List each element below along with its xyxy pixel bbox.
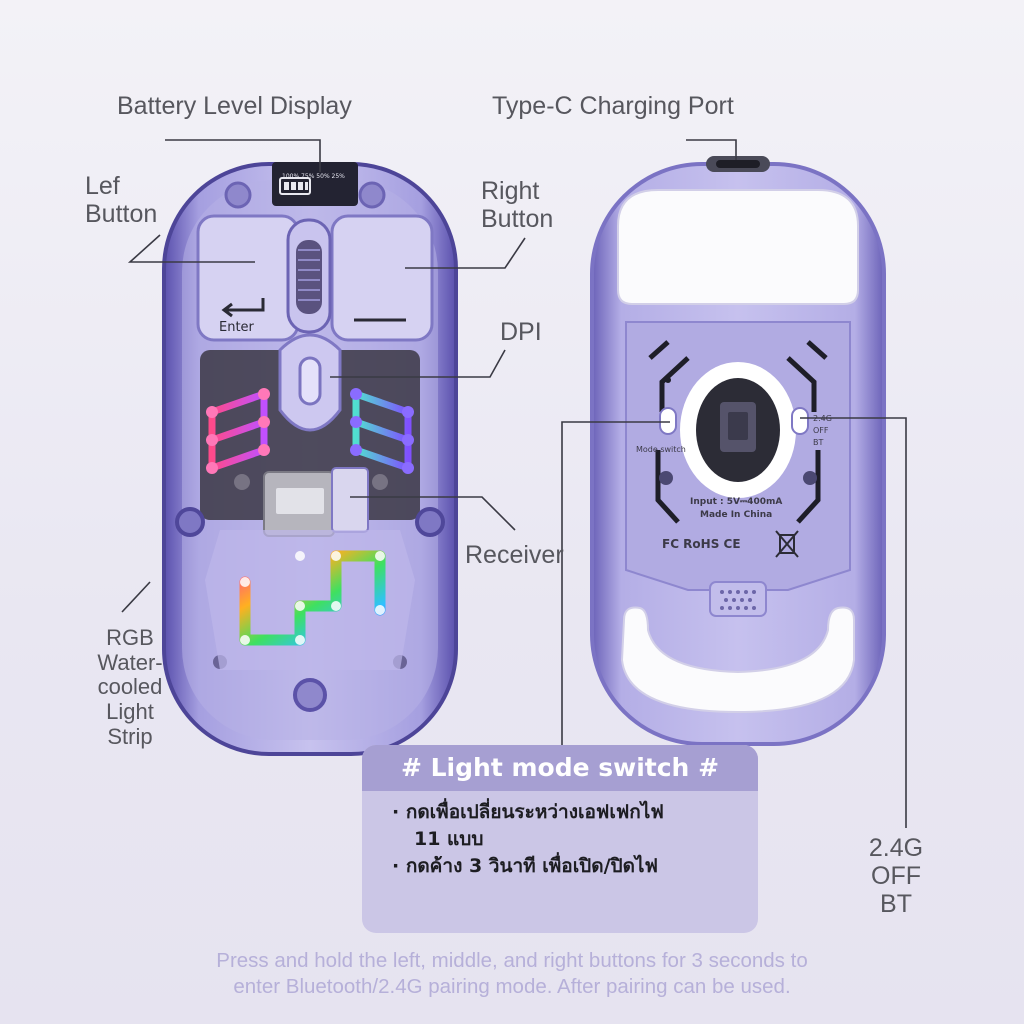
- label-left-button: Lef Button: [85, 172, 157, 228]
- label-left-button-line-1: Lef: [85, 172, 120, 200]
- label-dpi: DPI: [500, 318, 542, 346]
- light-mode-info-box: # Light mode switch # · กดเพื่อเปลี่ยนระ…: [362, 745, 758, 933]
- info-box-body: · กดเพื่อเปลี่ยนระหว่างเอฟเฟกไฟ 11 แบบ ·…: [362, 791, 758, 880]
- label-left-button-line-2: Button: [85, 200, 158, 228]
- label-right-button-line-1: Right: [481, 177, 540, 205]
- label-rgb-line-1: RGB: [106, 625, 154, 650]
- mode-switch-text: Mode switch: [636, 445, 686, 454]
- input-rating-text: Input : 5V⎓400mA: [690, 497, 783, 507]
- info-bullet-1-text: กดเพื่อเปลี่ยนระหว่างเอฟเฟกไฟ: [405, 801, 664, 823]
- label-rgb-line-5: Strip: [107, 723, 153, 749]
- mode-small-2: OFF: [813, 426, 829, 435]
- label-receiver: Receiver: [465, 541, 564, 569]
- battery-scale-text: 100% 75% 50% 25%: [282, 173, 345, 180]
- mouse-top-view: [162, 162, 458, 756]
- label-mode-line-2: OFF: [871, 862, 921, 890]
- info-box-title: # Light mode switch #: [362, 745, 758, 791]
- label-right-button: Right Button: [481, 177, 553, 233]
- label-mode-line-3: BT: [880, 890, 912, 918]
- mode-small-3: BT: [813, 438, 824, 447]
- label-battery-level-display: Battery Level Display: [117, 92, 352, 120]
- info-bullet-2-text: กดค้าง 3 วินาที เพื่อเปิด/ปิดไฟ: [405, 855, 658, 877]
- pairing-line-2: enter Bluetooth/2.4G pairing mode. After…: [233, 975, 791, 998]
- pairing-instructions: Press and hold the left, middle, and rig…: [120, 948, 904, 1000]
- label-right-button-line-2: Button: [481, 205, 554, 233]
- label-mode: 2.4G OFF BT: [856, 834, 936, 918]
- label-type-c-port: Type-C Charging Port: [492, 92, 734, 120]
- label-rgb-line-2: Water-: [97, 649, 163, 675]
- label-rgb-strip: RGB Water- cooled Light Strip: [78, 625, 182, 749]
- label-rgb-line-3: cooled: [97, 674, 163, 700]
- mode-small-1: 2.4G: [813, 414, 832, 423]
- pairing-line-1: Press and hold the left, middle, and rig…: [216, 949, 808, 972]
- info-bullet-1-cont: 11 แบบ: [414, 828, 484, 850]
- cert-marks: FC RoHS CE: [662, 537, 741, 551]
- label-rgb-line-4: Light: [106, 698, 154, 724]
- enter-key-text: Enter: [219, 320, 254, 335]
- mouse-bottom-view: [590, 156, 886, 746]
- label-mode-line-1: 2.4G: [868, 834, 924, 862]
- info-bullet-2: · กดค้าง 3 วินาที เพื่อเปิด/ปิดไฟ: [392, 855, 658, 877]
- made-in-text: Made In China: [700, 510, 773, 520]
- info-bullet-1: · กดเพื่อเปลี่ยนระหว่างเอฟเฟกไฟ: [392, 801, 664, 823]
